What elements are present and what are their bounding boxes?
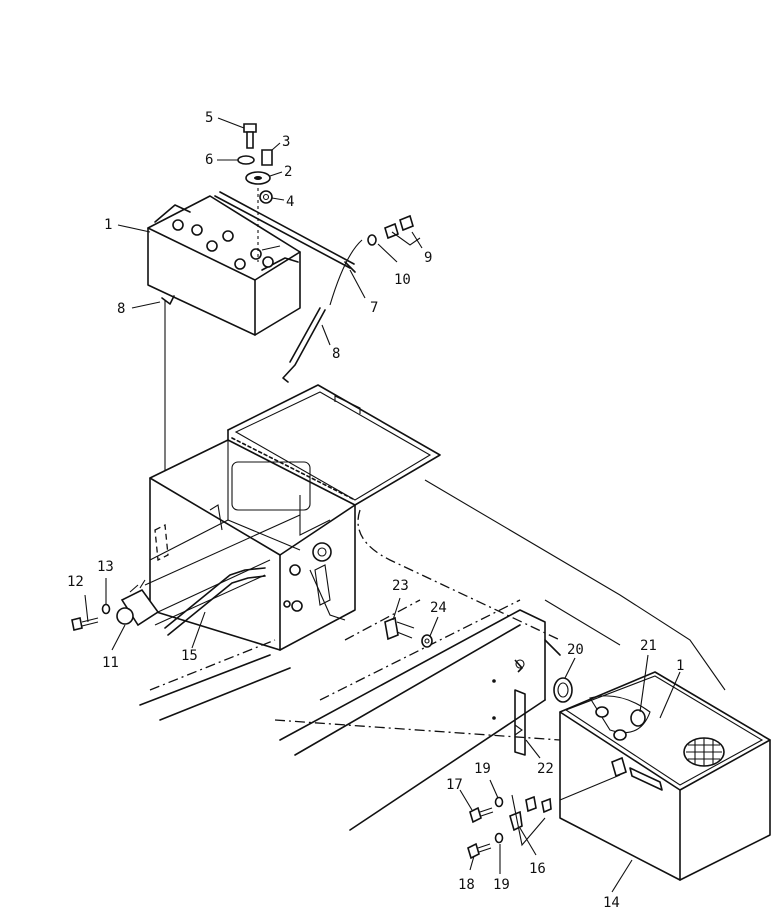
callout-10: 10 (394, 272, 411, 288)
lower-hardware (467, 794, 552, 860)
battery-cable (164, 567, 346, 636)
callout-8-left: 8 (117, 301, 125, 317)
bracket (492, 659, 526, 756)
callout-7: 7 (370, 300, 378, 316)
callout-3: 3 (282, 134, 290, 150)
callout-14: 14 (603, 895, 620, 907)
grommet (553, 677, 573, 703)
callout-4: 4 (286, 194, 294, 210)
leader-lines (84, 117, 681, 893)
tool-box (559, 671, 771, 881)
callout-18: 18 (458, 877, 475, 893)
battery (147, 195, 301, 336)
terminal-hardware (237, 123, 273, 262)
nuts-and-washer (367, 214, 421, 246)
mount-bolt (384, 616, 433, 648)
callout-2: 2 (284, 164, 292, 180)
callout-9: 9 (424, 250, 432, 266)
frame-rails (139, 479, 726, 831)
callout-15: 15 (181, 648, 198, 664)
callout-labels: 5 6 3 2 4 1 8 7 8 10 9 12 13 11 15 23 24… (67, 110, 684, 907)
vent-grille (683, 737, 725, 767)
callout-1-battery: 1 (104, 217, 112, 233)
callout-8-right: 8 (332, 346, 340, 362)
callout-24: 24 (430, 600, 447, 616)
callout-19-upper: 19 (474, 761, 491, 777)
battery-relay (71, 514, 301, 631)
callout-19-lower: 19 (493, 877, 510, 893)
callout-16: 16 (529, 861, 546, 877)
callout-22: 22 (537, 761, 554, 777)
battery-box (149, 384, 441, 651)
callout-6: 6 (205, 152, 213, 168)
callout-17: 17 (446, 777, 463, 793)
callout-1-toolbox: 1 (676, 658, 684, 674)
callout-13: 13 (97, 559, 114, 575)
callout-5: 5 (205, 110, 213, 126)
callout-11: 11 (102, 655, 119, 671)
callout-20: 20 (567, 642, 584, 658)
callout-23: 23 (392, 578, 409, 594)
hold-down-rods (161, 191, 363, 470)
callout-21: 21 (640, 638, 657, 654)
callout-12: 12 (67, 574, 84, 590)
